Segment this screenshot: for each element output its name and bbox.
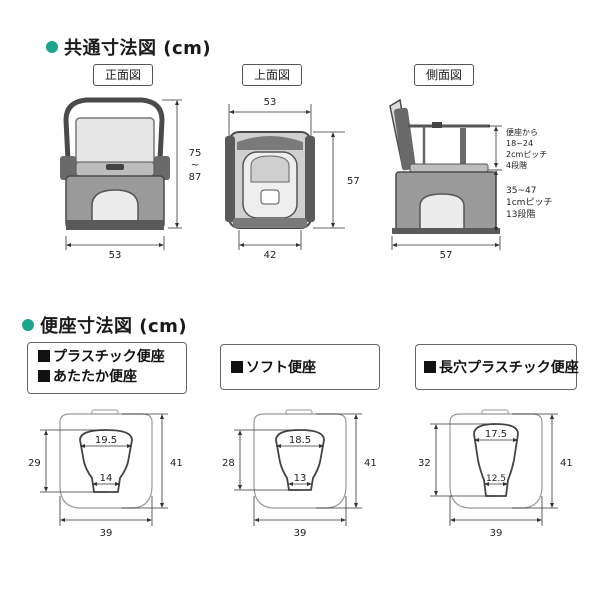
square-bullet-icon — [38, 350, 50, 362]
seat-diagram-1: 19.5 14 29 41 39 — [28, 409, 183, 539]
top-view-label: 上面図 — [242, 64, 302, 86]
front-view-diagram: 53 75 ~ 87 — [60, 97, 202, 261]
front-height-bottom: 87 — [189, 172, 202, 183]
side-lower-note-line1: 35~47 — [506, 186, 536, 196]
hole-bottom-value: 14 — [100, 473, 113, 484]
top-depth-value: 57 — [347, 176, 360, 187]
seat-name-line: プラスチック便座 — [38, 347, 176, 367]
square-bullet-icon — [424, 361, 436, 373]
hole-bottom-value: 12.5 — [486, 474, 506, 484]
seat-name-line: 長穴プラスチック便座 — [424, 358, 579, 378]
seat-width-dimension: 39 — [253, 496, 347, 539]
seat-length-dimension: 41 — [512, 413, 573, 509]
square-bullet-icon — [38, 370, 50, 382]
common-dimensions-heading: 共通寸法図 (cm) — [46, 34, 211, 60]
front-height-top: 75 — [189, 148, 202, 159]
front-view-product — [60, 97, 170, 230]
hole-height-value: 28 — [222, 458, 235, 469]
front-width-dimension: 53 — [65, 236, 165, 261]
top-view-product — [225, 131, 315, 229]
seat-length-value: 41 — [560, 458, 573, 469]
seat-name-box-3: 長穴プラスチック便座 — [415, 344, 579, 390]
top-inner-width-dimension: 42 — [238, 230, 302, 261]
side-lower-note-line2: 1cmピッチ — [506, 197, 552, 208]
hole-top-dimension: 17.5 — [474, 429, 518, 442]
hole-height-dimension: 32 — [418, 423, 496, 497]
side-upper-note-line1: 便座から — [506, 127, 538, 137]
hole-top-value: 18.5 — [289, 435, 311, 446]
seat-name-box-1: プラスチック便座 あたたか便座 — [27, 342, 187, 394]
hole-top-value: 17.5 — [485, 429, 507, 440]
side-depth-dimension: 57 — [391, 236, 501, 261]
hole-height-dimension: 29 — [28, 429, 106, 493]
side-upper-note-line3: 2cmピッチ — [506, 150, 547, 159]
side-lower-note-line3: 13段階 — [506, 208, 535, 220]
bullet-icon — [46, 41, 58, 53]
hole-top-dimension: 18.5 — [276, 435, 324, 448]
side-view-product — [389, 98, 500, 234]
seat-name-box-2: ソフト便座 — [220, 344, 380, 390]
top-width-value: 53 — [264, 97, 277, 108]
hole-top-dimension: 19.5 — [80, 435, 132, 448]
seat-length-dimension: 41 — [316, 413, 377, 509]
hole-bottom-value: 13 — [294, 473, 307, 484]
front-height-dimension: 75 ~ 87 — [162, 99, 202, 229]
hole-height-dimension: 28 — [222, 429, 300, 491]
seat-width-value: 39 — [100, 528, 113, 539]
hole-top-value: 19.5 — [95, 435, 117, 446]
seat-length-dimension: 41 — [122, 413, 183, 509]
top-depth-dimension: 57 — [313, 131, 360, 229]
seat-outline — [59, 409, 153, 509]
seat-diagram-3: 17.5 12.5 32 41 39 — [418, 409, 573, 539]
hole-bottom-dimension: 12.5 — [484, 474, 508, 486]
bullet-icon — [22, 319, 34, 331]
side-upper-dimension: 便座から 18~24 2cmピッチ 4段階 — [488, 125, 547, 170]
side-lower-dimension: 35~47 1cmピッチ 13段階 — [488, 169, 552, 232]
seat-name-line: あたたか便座 — [38, 367, 176, 387]
top-inner-width-value: 42 — [264, 250, 277, 261]
seat-length-value: 41 — [364, 458, 377, 469]
top-width-dimension: 53 — [228, 97, 312, 136]
front-view-label: 正面図 — [93, 64, 153, 86]
hole-height-value: 29 — [28, 458, 41, 469]
seat-name-line: ソフト便座 — [231, 358, 369, 378]
top-view-diagram: 53 42 57 — [225, 97, 360, 261]
hole-height-value: 32 — [418, 458, 431, 469]
side-upper-note-line4: 4段階 — [506, 160, 527, 170]
side-depth-value: 57 — [440, 250, 453, 261]
seat-outline — [253, 409, 347, 509]
seat-width-value: 39 — [294, 528, 307, 539]
hole-bottom-dimension: 14 — [92, 473, 120, 486]
seat-outline — [449, 409, 543, 509]
side-view-diagram: 便座から 18~24 2cmピッチ 4段階 35~47 1cmピッチ 13段階 … — [389, 98, 552, 261]
seat-width-dimension: 39 — [449, 496, 543, 539]
seat-length-value: 41 — [170, 458, 183, 469]
front-height-sep: ~ — [191, 160, 199, 171]
seat-diagram-2: 18.5 13 28 41 39 — [222, 409, 377, 539]
seat-width-dimension: 39 — [59, 496, 153, 539]
front-width-value: 53 — [109, 250, 122, 261]
square-bullet-icon — [231, 361, 243, 373]
hole-bottom-dimension: 13 — [288, 473, 312, 486]
seat-width-value: 39 — [490, 528, 503, 539]
side-upper-note-line2: 18~24 — [506, 139, 533, 148]
seat-dimensions-heading: 便座寸法図 (cm) — [22, 312, 187, 338]
side-view-label: 側面図 — [414, 64, 474, 86]
